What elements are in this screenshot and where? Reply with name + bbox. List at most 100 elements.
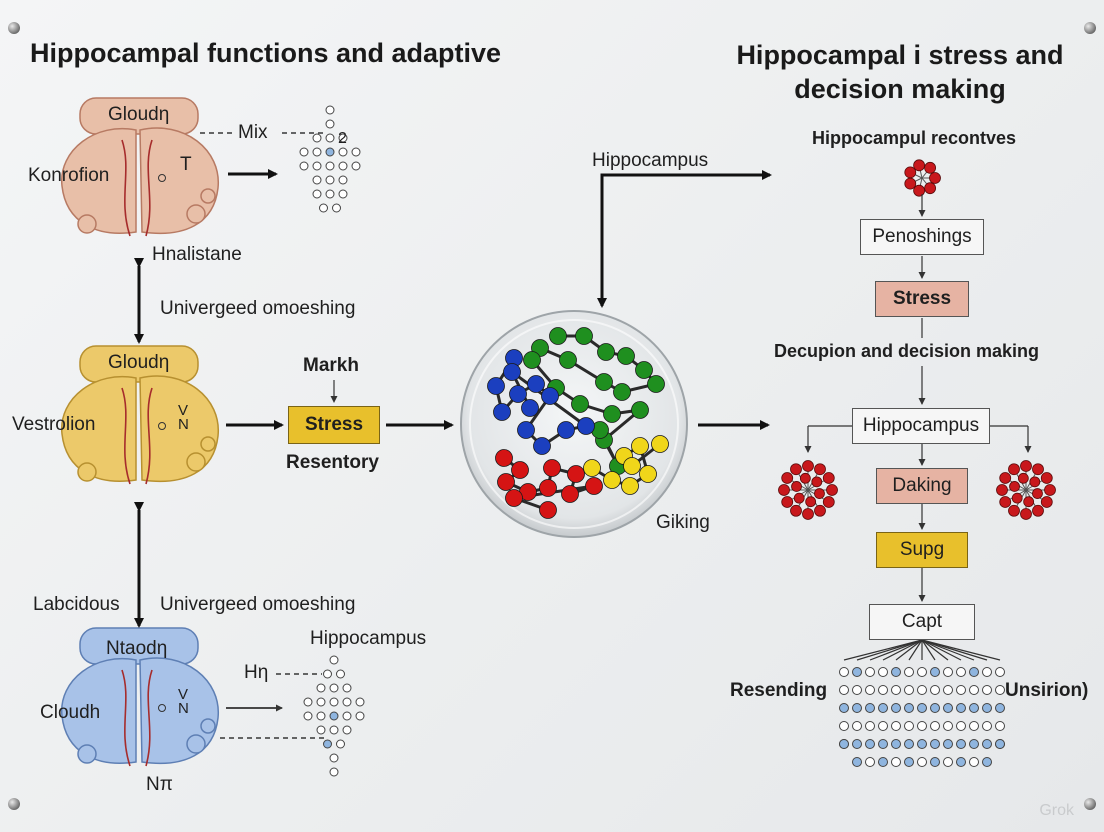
molecule-bead [603, 405, 621, 423]
fan-line [895, 639, 923, 661]
fan-line [843, 639, 923, 661]
output-dot [878, 721, 888, 731]
receptor-molecule-right-atom [1032, 488, 1043, 499]
output-dot [995, 739, 1005, 749]
univergeed-label-1: Univergeed omoeshing [160, 298, 356, 319]
output-dot [956, 739, 966, 749]
receptor-molecule-top-atom [929, 172, 941, 184]
receptor-molecule-right-atom [1020, 508, 1032, 520]
brain-top-lobe-right-2 [200, 188, 216, 204]
fan-line [882, 639, 923, 661]
output-dot [852, 739, 862, 749]
output-dot [891, 739, 901, 749]
molecule-bead [647, 375, 665, 393]
output-dot [995, 721, 1005, 731]
petri-dish-rim [469, 319, 679, 529]
output-dot [969, 685, 979, 695]
brain-bottom-top-lobe [79, 627, 199, 665]
output-dot [878, 667, 888, 677]
molecule-bead [583, 459, 601, 477]
brain-top-right-hemisphere [139, 127, 219, 235]
receptor-molecule-right-atom [1009, 481, 1020, 492]
output-dot [839, 667, 849, 677]
receptor-molecule-right-atom [1017, 472, 1029, 484]
receptor-molecule-left-atom [822, 496, 835, 508]
molecule-bead [631, 437, 649, 455]
output-dot [956, 685, 966, 695]
receptor-molecule-top-atom [904, 166, 917, 179]
output-dot [930, 739, 940, 749]
pin-bottom-right [1084, 798, 1096, 810]
hippocampus-box-right: Hippocampus [852, 408, 990, 444]
receptor-molecule-right-atom [1040, 496, 1053, 508]
output-dot [852, 685, 862, 695]
brain-top-mark: T [180, 154, 192, 175]
stress-box-middle: Stress [288, 406, 380, 444]
fan-line [921, 639, 962, 661]
dot-grid-top-dot [325, 119, 335, 129]
output-dot [956, 667, 966, 677]
molecule-bead [527, 375, 545, 393]
receptor-molecule-left-atom [791, 481, 802, 492]
daking-box: Daking [876, 468, 968, 504]
receptor-molecule-left-atom [781, 472, 794, 484]
receptor-molecule-right-atom [1032, 463, 1044, 476]
receptor-molecule-left-atom [805, 496, 817, 508]
dot-grid-bottom-dot [336, 739, 345, 749]
output-dot [839, 685, 849, 695]
brain-top-left-hemisphere [61, 127, 137, 234]
dot-grid-bottom-dot [329, 683, 339, 693]
molecule-bead [497, 473, 515, 491]
dot-grid-top-dot [299, 147, 309, 157]
brain-middle-lobe-right-2 [200, 436, 216, 452]
output-dot [865, 685, 875, 695]
output-dot [969, 739, 979, 749]
dot-grid-bottom-dot [316, 697, 326, 707]
output-dot [865, 721, 875, 731]
brain-bottom-top-label: Ntaodη [106, 638, 168, 659]
output-dot [904, 703, 914, 713]
mix-label: Mix [238, 122, 268, 143]
output-dot [930, 721, 940, 731]
digit-label: 2 [338, 130, 347, 147]
output-dot [943, 721, 953, 731]
dot-grid-top-dot [351, 147, 361, 157]
dot-grid-bottom-dot [342, 711, 352, 721]
stress-box-right: Stress [875, 281, 969, 317]
dot-grid-bottom-dot [329, 697, 339, 707]
brain-middle-mark: V N [178, 402, 189, 433]
output-dot [839, 721, 849, 731]
output-dot [917, 667, 927, 677]
output-dot [969, 667, 979, 677]
hippocampus-small-label: Hippocampus [310, 628, 427, 649]
output-dot [930, 757, 940, 767]
dot-grid-top-dot [325, 161, 335, 171]
brain-bottom-lobe-right [186, 734, 206, 754]
molecule-bead [541, 387, 559, 405]
molecule-bead [557, 421, 575, 439]
molecule-bead [509, 385, 527, 403]
receptor-molecule-left-atom [814, 504, 826, 517]
output-dot [943, 757, 953, 767]
molecule-bead [631, 401, 649, 419]
output-dot [943, 703, 953, 713]
brain-top-lobe-right [186, 204, 206, 224]
output-dot [852, 721, 862, 731]
dot-grid-top-dot [299, 161, 309, 171]
brain-bottom-lobe-right-2 [200, 718, 216, 734]
dot-grid-bottom-dot [329, 753, 339, 763]
molecule-bead [505, 489, 523, 507]
molecule-bead [585, 477, 603, 495]
receptor-molecule-left-atom [790, 463, 802, 476]
output-dot [930, 667, 940, 677]
output-dot [878, 757, 888, 767]
hippocampus-arrow-label: Hippocampus [592, 150, 709, 171]
dot-grid-top-dot [312, 147, 322, 157]
pin-bottom-left [8, 798, 20, 810]
dot-grid-top-dot [312, 161, 322, 171]
output-dot [917, 703, 927, 713]
brain-middle-top-lobe [79, 345, 199, 383]
dot-grid-bottom [303, 655, 365, 777]
fan-line [869, 639, 923, 661]
